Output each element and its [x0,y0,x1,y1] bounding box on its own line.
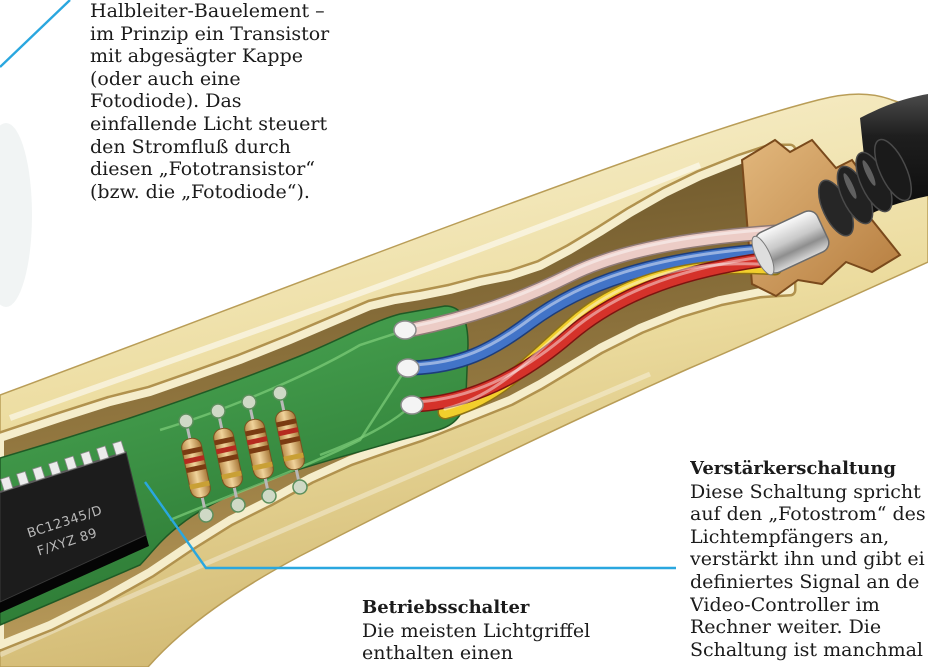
semiconductor-annotation: Halbleiter-Bauelement – im Prinzip ein T… [90,0,390,204]
amplifier-heading: Verstärkerschaltung [690,458,928,481]
annotation-line: Schaltung ist manchmal [690,639,928,662]
annotation-line: Rechner weiter. Die [690,616,928,639]
solder-pad [394,321,416,339]
annotation-line: mit abgesägter Kappe [90,45,390,68]
annotation-line: im Prinzip ein Transistor [90,23,390,46]
annotation-line: (bzw. die „Fotodiode“). [90,181,390,204]
annotation-line: verstärkt ihn und gibt ei [690,548,928,571]
annotation-line: Video-Controller im [690,594,928,617]
annotation-line: einfallende Licht steuert [90,113,390,136]
annotation-line: auf den „Fotostrom“ des [690,503,928,526]
solder-pad [397,359,419,377]
annotation-line: Halbleiter-Bauelement – [90,0,390,23]
solder-pad [401,396,423,414]
annotation-line: Fotodiode). Das [90,90,390,113]
annotation-line: diesen „Fototransistor“ [90,158,390,181]
annotation-line: Die meisten Lichtgriffel [362,620,662,643]
amplifier-annotation: Verstärkerschaltung Diese Schaltung spri… [690,458,928,664]
switch-annotation: Betriebsschalter Die meisten Lichtgriffe… [362,597,662,665]
annotation-line: Diese Schaltung spricht [690,481,928,504]
annotation-line: (oder auch eine [90,68,390,91]
annotation-line: enthalten einen [362,642,662,665]
annotation-line: Lichtempfängers an, [690,526,928,549]
background-smudge [0,123,32,307]
leader-line-semiconductor [0,0,70,67]
annotation-line: definiertes Signal an de [690,571,928,594]
switch-heading: Betriebsschalter [362,597,662,620]
annotation-line: den Stromfluß durch [90,136,390,159]
